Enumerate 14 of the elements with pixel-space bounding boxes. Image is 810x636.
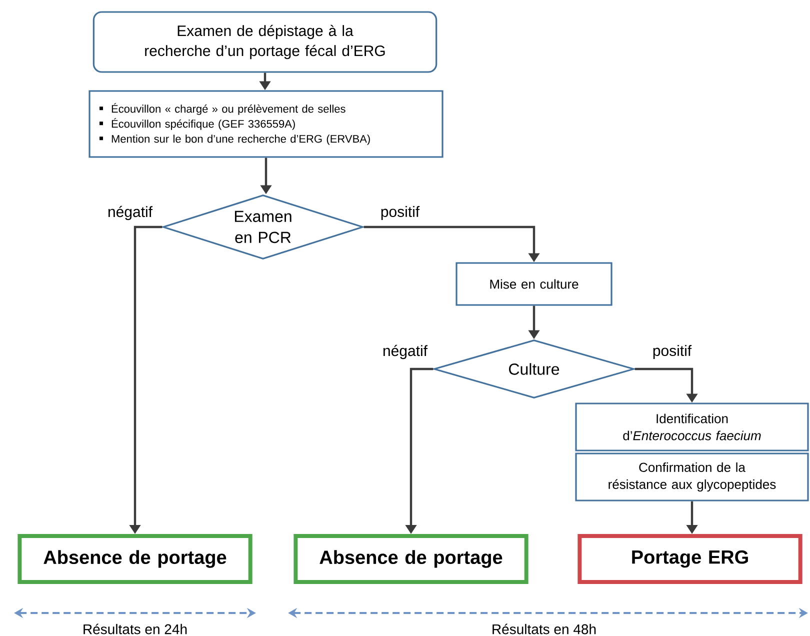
result-box: Absence de portage — [18, 534, 252, 584]
result-box: Absence de portage — [294, 534, 528, 584]
instruction-box: Écouvillon « chargé » ou prélèvement de selles Écouvillon spécifique (GEF 336559A) Mention sur le bon d’une recherche d’ERG (ERVBA) — [88, 90, 444, 158]
process-box: Identification d’Enterococcus faecium — [575, 402, 809, 452]
process-box: Confirmation de la résistance aux glycopeptides — [575, 452, 809, 502]
result-box: Portage ERG — [578, 534, 802, 584]
time-label: Résultats en 24h — [84, 624, 187, 634]
edge-label: négatif — [106, 204, 154, 222]
process-box: Examen de dépistage à la recherche d’un portage fécal d’ERG — [92, 11, 438, 73]
edge-label: positif — [379, 205, 421, 221]
edge-label: positif — [651, 344, 693, 360]
process-box: Mise en culture — [456, 262, 612, 306]
time-label: Résultats en 48h — [492, 624, 596, 634]
edge-label: négatif — [382, 344, 429, 360]
